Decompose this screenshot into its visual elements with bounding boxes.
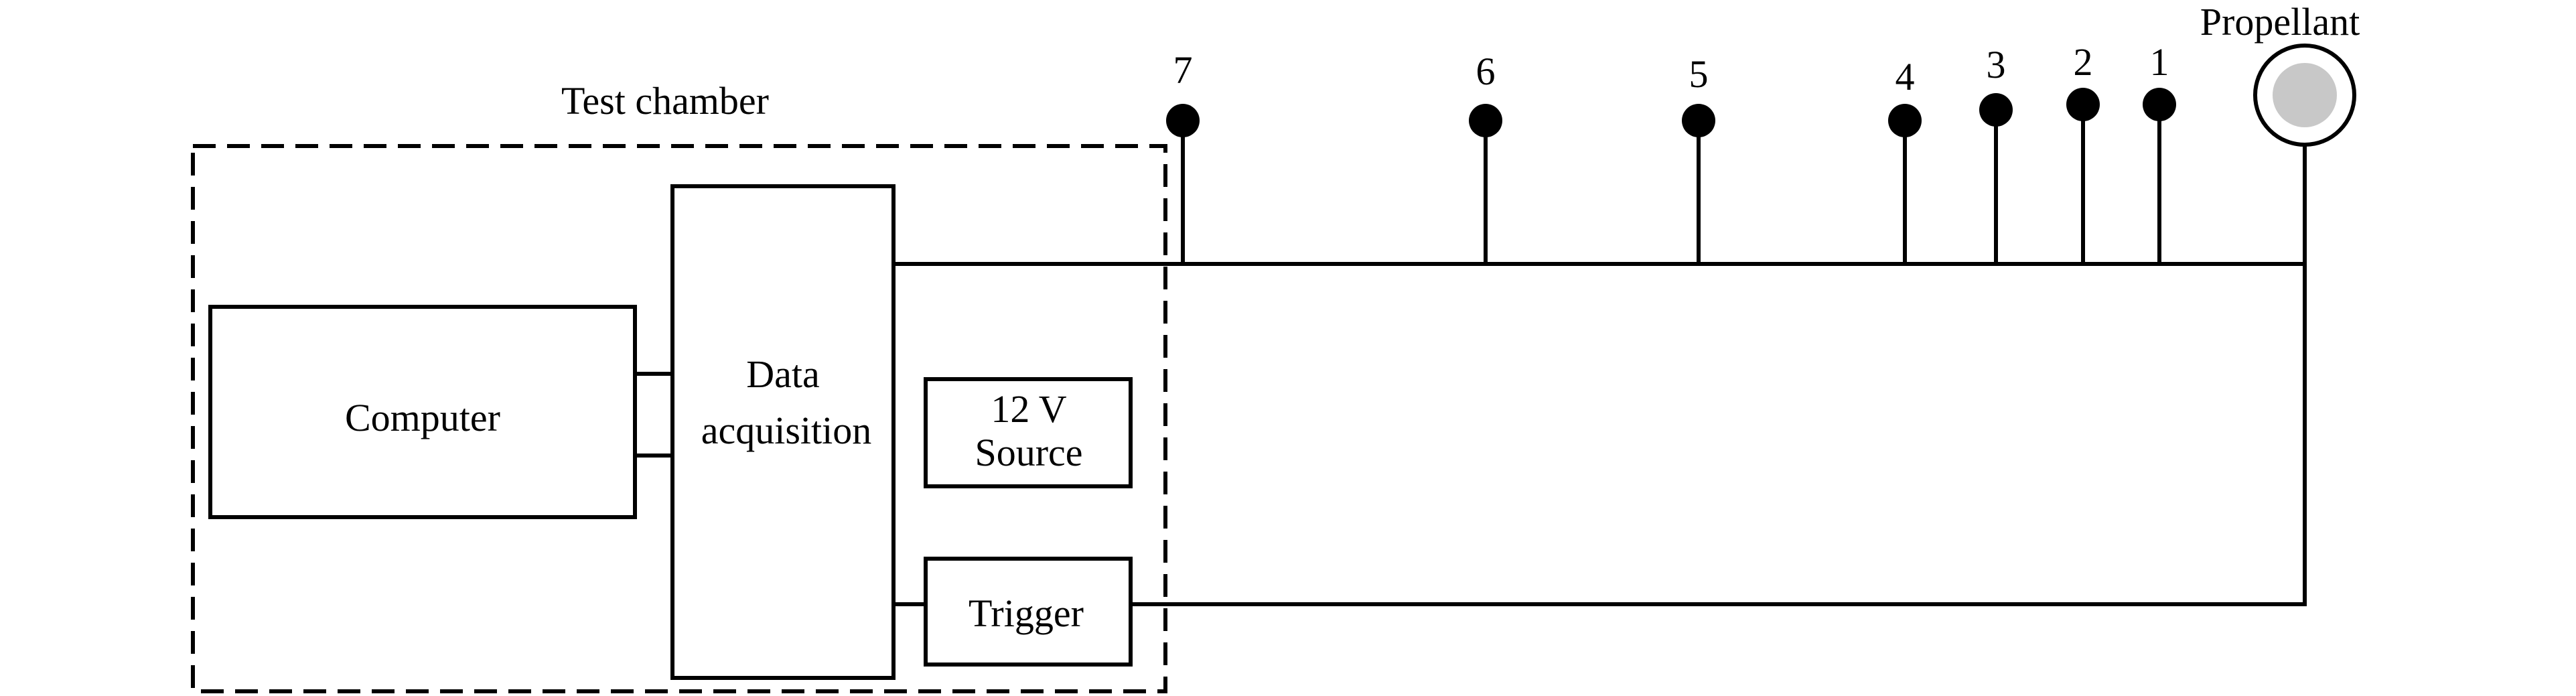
computer-box — [208, 305, 637, 519]
sensor-4-label: 4 — [1895, 55, 1915, 98]
sensor-group: 7 6 5 4 3 2 1 — [1166, 40, 2176, 264]
data-acquisition-box — [670, 184, 896, 680]
voltage-source-block: 12 V Source — [924, 377, 1133, 488]
trigger-label: Trigger — [969, 591, 1084, 635]
sensor-1-dot — [2143, 88, 2176, 121]
test-chamber-boundary — [191, 144, 1167, 693]
sensor-3-dot — [1979, 93, 2013, 127]
sensor-5-dot — [1682, 104, 1715, 137]
computer-label: Computer — [345, 396, 500, 439]
trigger-block: Trigger — [924, 557, 1133, 667]
test-chamber: Test chamber — [191, 79, 1167, 693]
propellant: Propellant — [2200, 0, 2360, 147]
trigger-box — [924, 557, 1133, 667]
propellant-core — [2273, 63, 2337, 127]
voltage-source-label-line2: Source — [975, 431, 1082, 474]
sensor-1-label: 1 — [2150, 40, 2169, 84]
voltage-source-box — [924, 377, 1133, 488]
sensor-3-label: 3 — [1987, 43, 2006, 86]
test-chamber-label: Test chamber — [561, 79, 769, 123]
computer-block: Computer — [208, 305, 637, 519]
sensor-7-label: 7 — [1173, 48, 1193, 92]
sensor-6-dot — [1469, 104, 1502, 137]
sensor-4-dot — [1888, 104, 1922, 137]
voltage-source-label-line1: 12 V — [991, 387, 1066, 431]
propellant-label: Propellant — [2200, 0, 2360, 44]
sensor-2-label: 2 — [2074, 40, 2093, 84]
data-acquisition-block: Data acquisition — [670, 184, 896, 680]
data-acquisition-label-line1: Data — [746, 352, 820, 396]
sensor-5-label: 5 — [1689, 52, 1709, 96]
sensor-2-dot — [2066, 88, 2100, 121]
sensor-6-label: 6 — [1476, 50, 1496, 93]
data-acquisition-label-line2: acquisition — [701, 409, 872, 452]
sensor-7-dot — [1166, 104, 1200, 137]
